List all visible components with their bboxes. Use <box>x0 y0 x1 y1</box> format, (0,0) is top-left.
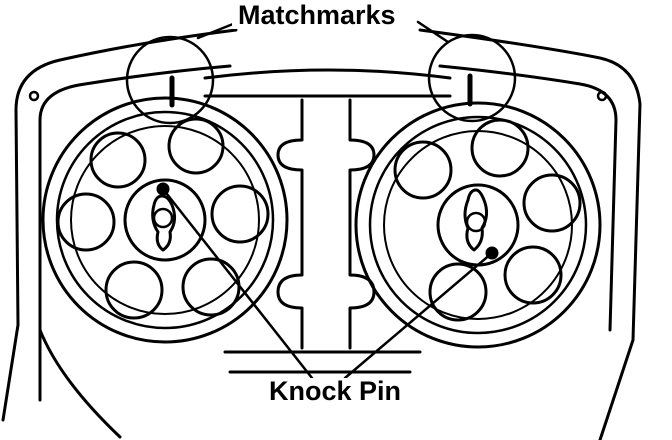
head-inner-left <box>38 64 232 402</box>
matchmark-circle-left <box>125 35 215 125</box>
bolt-hole-right <box>596 90 608 102</box>
knock-pin-leader-left <box>161 187 314 380</box>
head-outline-top-right <box>418 28 642 440</box>
bolt-hole-left <box>28 90 40 102</box>
left-cam-gear <box>41 35 289 344</box>
head-inner-right <box>438 64 618 332</box>
center-rib-right <box>348 98 376 350</box>
matchmark-circle-right <box>427 33 517 123</box>
head-lower-left-edge <box>38 328 122 439</box>
center-web-lower <box>223 350 422 374</box>
head-outline <box>1 28 238 422</box>
center-rib-left <box>276 98 304 350</box>
knock-pin-label: Knock Pin <box>263 378 408 405</box>
matchmarks-leader-left <box>196 20 240 40</box>
matchmarks-label: Matchmarks <box>232 2 402 29</box>
knock-pin-leader-right <box>343 251 494 380</box>
center-web <box>203 68 452 98</box>
matchmarks-leader-right <box>416 20 450 44</box>
